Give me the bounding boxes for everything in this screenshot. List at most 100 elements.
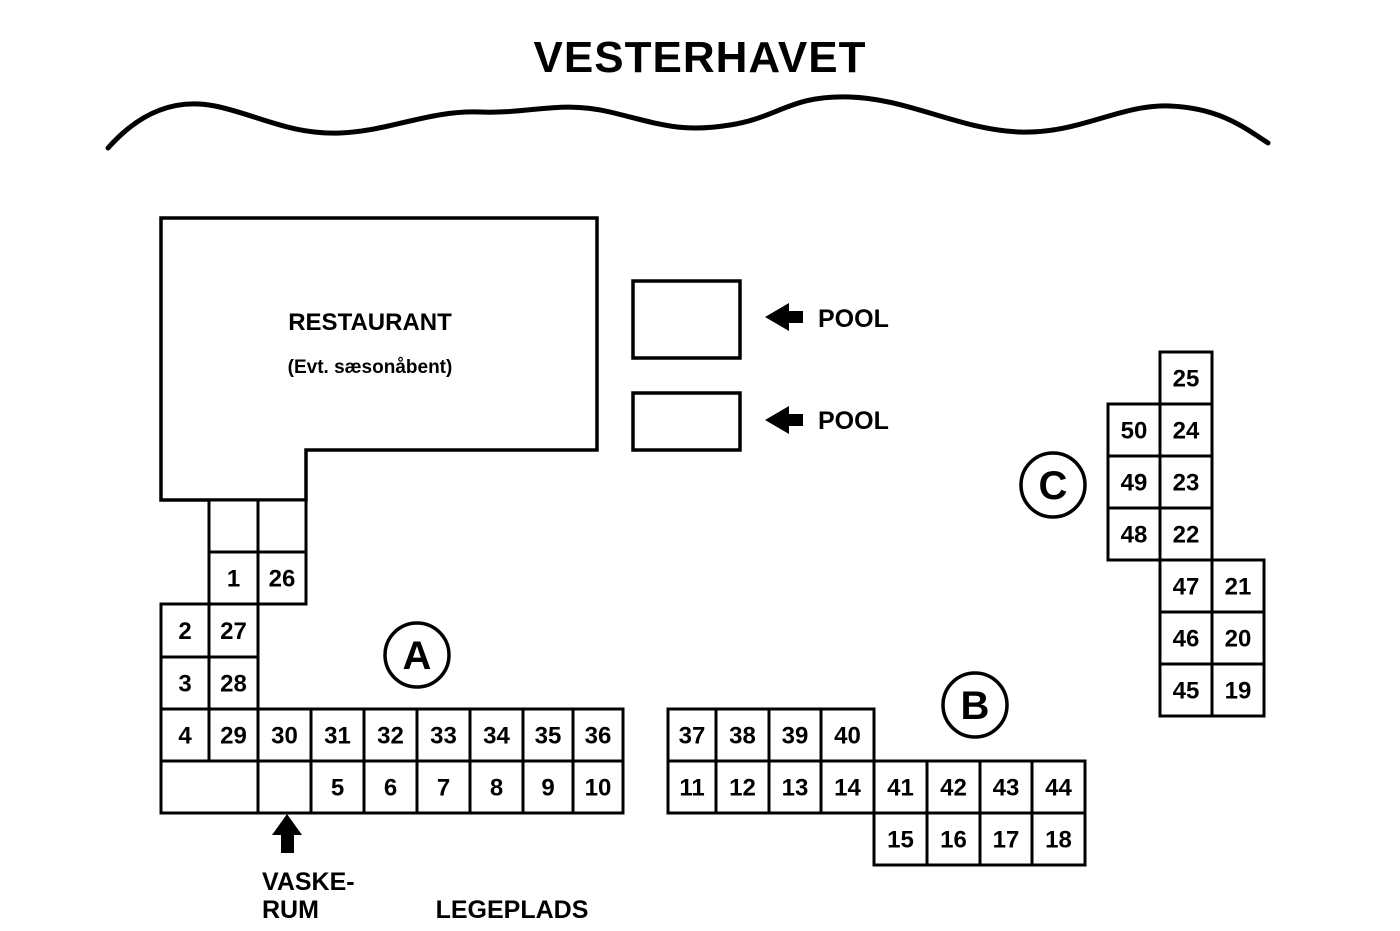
- sea-wave-line: [105, 94, 1271, 151]
- unit-number: 32: [377, 723, 404, 750]
- unit-number: 14: [834, 775, 861, 802]
- unit-number: 20: [1225, 626, 1252, 653]
- restaurant-label: RESTAURANT: [288, 309, 452, 336]
- unit-cell-9: [521, 759, 575, 815]
- unit-number: 40: [834, 723, 861, 750]
- unit-cell-20: [1210, 610, 1266, 666]
- unit-number: 12: [729, 775, 756, 802]
- section-a-circle: [383, 621, 451, 689]
- unit-number: 43: [993, 775, 1020, 802]
- section-c-letter: C: [1039, 464, 1068, 508]
- unit-number: 15: [887, 827, 914, 854]
- section-a-letter: A: [403, 634, 432, 678]
- unit-number: 10: [585, 775, 612, 802]
- unit-number: 23: [1173, 470, 1200, 497]
- unit-cell-42: [925, 759, 982, 815]
- pool-1-label: POOL: [818, 305, 889, 333]
- unit-cell-13: [767, 759, 823, 815]
- unit-cell-46: [1158, 610, 1214, 666]
- unit-number: 21: [1225, 574, 1252, 601]
- unit-number: 42: [940, 775, 967, 802]
- unit-number: 28: [220, 671, 247, 698]
- laundry-label-line1: VASKE-: [262, 868, 355, 896]
- unit-cell-35: [521, 707, 575, 763]
- unit-number: 2: [178, 618, 191, 645]
- unit-number: 5: [331, 775, 344, 802]
- unit-number: 45: [1173, 678, 1200, 705]
- unit-number: 39: [782, 723, 809, 750]
- unit-cell-22: [1158, 506, 1214, 562]
- unit-number: 24: [1173, 418, 1200, 445]
- unit-number: 8: [490, 775, 503, 802]
- unit-cell-40: [819, 707, 876, 763]
- unit-cell-unnumbered: [159, 759, 260, 815]
- unit-number: 1: [227, 566, 240, 593]
- unit-cell-6: [362, 759, 419, 815]
- unit-number: 27: [220, 618, 247, 645]
- laundry-arrow-icon: [272, 814, 302, 853]
- unit-number: 3: [178, 671, 191, 698]
- unit-cell-unnumbered: [256, 759, 313, 815]
- unit-number: 7: [437, 775, 450, 802]
- unit-number: 18: [1045, 827, 1072, 854]
- section-c-circle: [1019, 451, 1087, 519]
- unit-cell-26: [256, 550, 308, 606]
- unit-cell-45: [1158, 662, 1214, 718]
- section-b-letter: B: [961, 684, 990, 728]
- unit-number: 29: [220, 723, 247, 750]
- pool-2-label: POOL: [818, 407, 889, 435]
- unit-cell-43: [978, 759, 1034, 815]
- unit-number: 47: [1173, 574, 1200, 601]
- unit-number: 50: [1121, 418, 1148, 445]
- pool-2: [631, 391, 742, 452]
- unit-number: 38: [729, 723, 756, 750]
- pool-1: [631, 279, 742, 360]
- unit-cell-unnumbered: [207, 498, 260, 554]
- unit-cell-24: [1158, 402, 1214, 458]
- unit-number: 19: [1225, 678, 1252, 705]
- pool-2-arrow-icon: [765, 406, 803, 434]
- unit-cell-19: [1210, 662, 1266, 718]
- unit-cell-15: [872, 811, 929, 867]
- unit-number: 11: [679, 775, 704, 802]
- unit-number: 22: [1173, 522, 1200, 549]
- unit-cell-31: [309, 707, 366, 763]
- unit-cell-25: [1158, 350, 1214, 406]
- unit-cell-36: [571, 707, 625, 763]
- restaurant-building: [159, 216, 599, 502]
- unit-number: 4: [178, 723, 192, 750]
- unit-number: 16: [940, 827, 967, 854]
- unit-number: 44: [1045, 775, 1072, 802]
- unit-number: 48: [1121, 522, 1148, 549]
- unit-cell-28: [207, 655, 260, 711]
- unit-cell-29: [207, 707, 260, 763]
- page-title: VESTERHAVET: [534, 33, 867, 82]
- unit-number: 13: [782, 775, 809, 802]
- unit-cell-47: [1158, 558, 1214, 614]
- pool-1-arrow-icon: [765, 303, 803, 331]
- unit-number: 30: [271, 723, 298, 750]
- unit-cell-unnumbered: [256, 498, 308, 554]
- unit-number: 26: [269, 566, 296, 593]
- unit-number: 34: [483, 723, 510, 750]
- unit-number: 37: [679, 723, 706, 750]
- unit-cell-7: [415, 759, 472, 815]
- playground-label: LEGEPLADS: [436, 896, 589, 924]
- unit-number: 35: [535, 723, 562, 750]
- unit-cell-18: [1030, 811, 1087, 867]
- unit-cell-11: [666, 759, 718, 815]
- unit-cell-41: [872, 759, 929, 815]
- section-b-circle: [941, 671, 1009, 739]
- restaurant-sublabel: (Evt. sæsonåbent): [288, 357, 453, 378]
- unit-number: 31: [324, 723, 351, 750]
- unit-number: 46: [1173, 626, 1200, 653]
- unit-number: 41: [887, 775, 914, 802]
- laundry-label-line2: RUM: [262, 896, 319, 924]
- unit-cell-21: [1210, 558, 1266, 614]
- unit-number: 6: [384, 775, 397, 802]
- unit-number: 9: [541, 775, 554, 802]
- unit-cell-10: [571, 759, 625, 815]
- unit-number: 36: [585, 723, 612, 750]
- unit-number: 17: [993, 827, 1020, 854]
